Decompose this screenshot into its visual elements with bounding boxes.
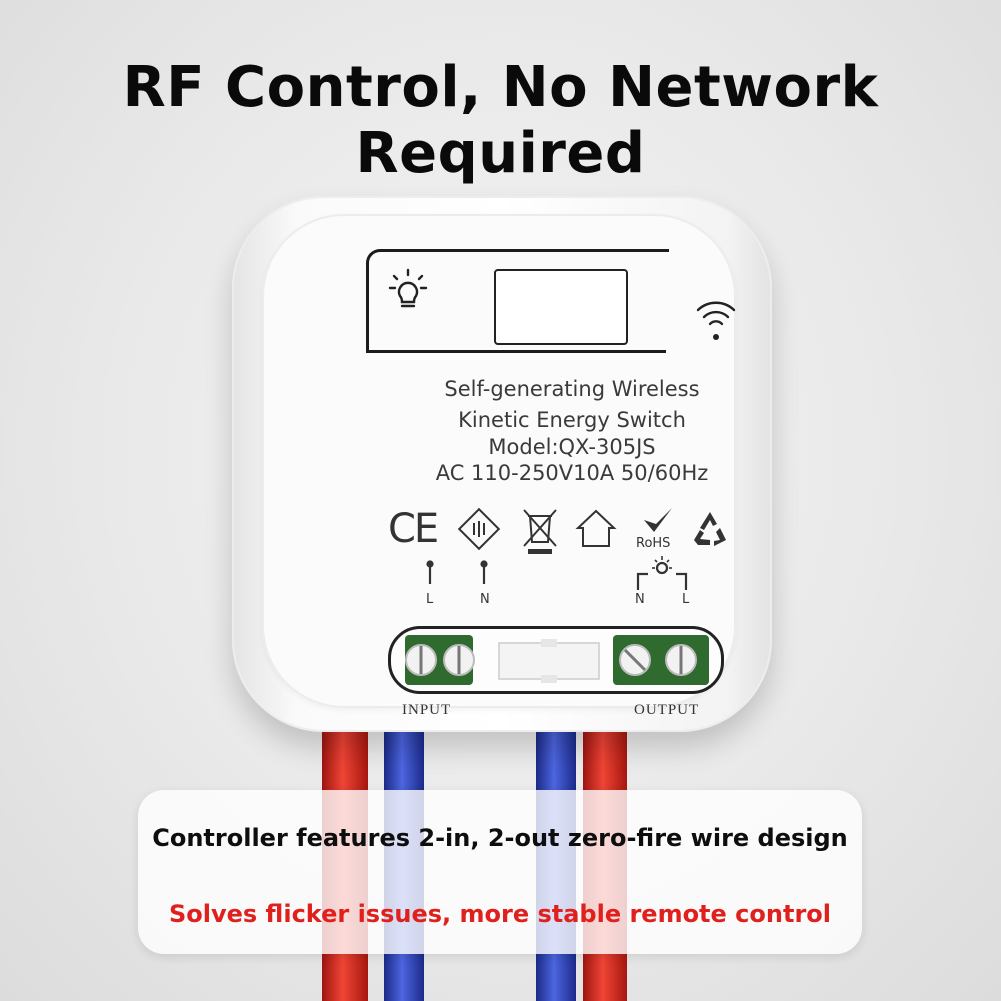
indoor-use-icon xyxy=(575,509,617,547)
product-name-line-2: Kinetic Energy Switch xyxy=(458,408,686,432)
terminal-block xyxy=(388,626,724,694)
terminal-output-l: L xyxy=(682,592,690,607)
terminal-screw xyxy=(405,644,437,676)
terminal-screw xyxy=(443,644,475,676)
device-face: Self-generating Wireless Kinetic Energy … xyxy=(262,214,736,718)
wifi-icon xyxy=(696,301,736,340)
rohs-label: RoHS xyxy=(636,536,671,551)
terminal-screw xyxy=(619,644,651,676)
headline-line-1: RF Control, No Network xyxy=(122,55,879,120)
push-button-frame xyxy=(366,249,669,353)
terminal-output-n: N xyxy=(635,592,645,607)
feature-line-1: Controller features 2-in, 2-out zero-fir… xyxy=(152,824,848,852)
feature-line-2: Solves flicker issues, more stable remot… xyxy=(168,900,831,928)
terminal-input-n: N xyxy=(480,592,490,607)
button-window xyxy=(494,269,628,345)
feature-banner: Controller features 2-in, 2-out zero-fir… xyxy=(138,790,862,954)
ce-icon: CE xyxy=(388,506,439,552)
terminal-screw xyxy=(665,644,697,676)
electrical-rating: AC 110-250V10A 50/60Hz xyxy=(435,461,709,485)
input-label: INPUT xyxy=(402,702,452,718)
product-name-line-1: Self-generating Wireless xyxy=(444,377,700,401)
weee-bin-icon xyxy=(523,509,557,554)
output-label: OUTPUT xyxy=(634,702,700,718)
input-terminal-arrows xyxy=(426,560,488,584)
terminal-input-l: L xyxy=(426,592,434,607)
switch-device: Self-generating Wireless Kinetic Energy … xyxy=(232,196,772,732)
headline-line-2: Required xyxy=(355,121,646,186)
output-terminal-bracket xyxy=(636,556,688,590)
double-insulation-icon xyxy=(457,507,501,551)
headline: RF Control, No Network Required xyxy=(0,55,1001,187)
model-number: Model:QX-305JS xyxy=(488,435,656,459)
bulb-icon xyxy=(388,268,428,308)
rohs-icon: RoHS xyxy=(634,506,682,556)
recycle-icon xyxy=(694,512,726,546)
